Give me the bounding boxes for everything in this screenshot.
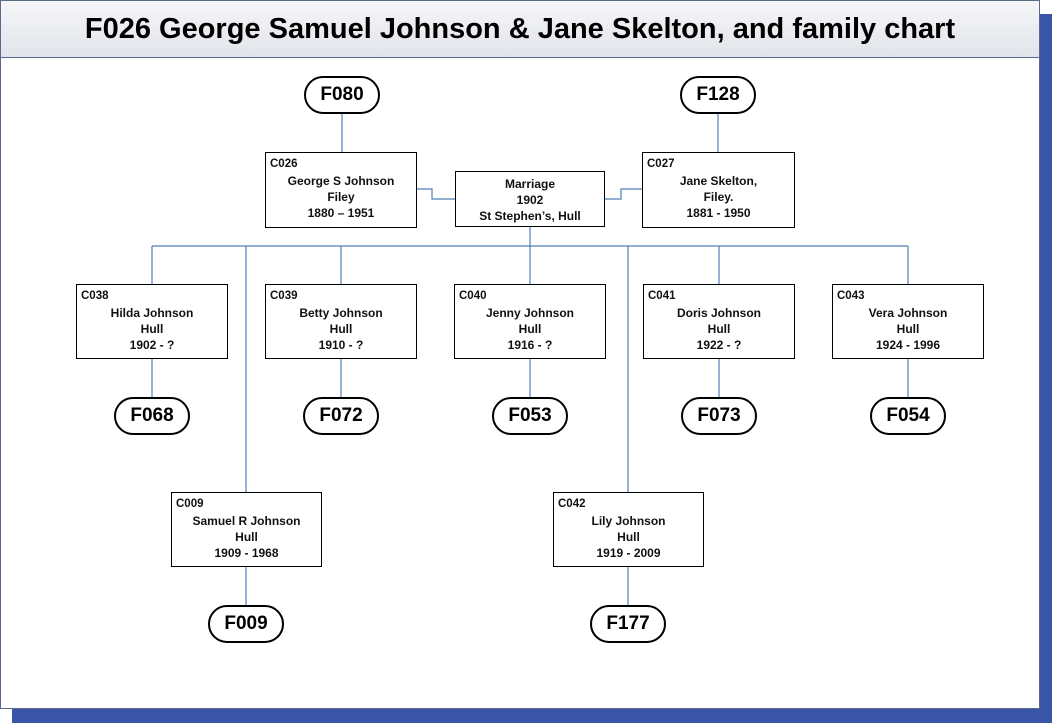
person-dates: 1910 - ? [318,338,364,352]
person-name: Vera Johnson [868,306,948,320]
person-place: Hull [896,322,920,336]
person-dates: 1909 - 1968 [214,546,279,560]
person-place: Hull [329,322,353,336]
family-link-f128[interactable]: F128 [680,76,756,114]
marriage-place: St Stephen’s, Hull [479,209,581,223]
title-bar: F026 George Samuel Johnson & Jane Skelto… [0,0,1040,58]
person-place: Filey. [703,190,734,204]
person-card-c042[interactable]: C042 Lily Johnson Hull 1919 - 2009 [553,492,704,567]
family-link-f073[interactable]: F073 [681,397,757,435]
person-code: C038 [81,290,109,302]
connector-line [417,188,455,200]
family-code: F053 [508,405,552,426]
person-place: Hull [617,530,640,544]
person-name: Doris Johnson [676,306,761,320]
person-code: C042 [558,498,586,510]
marriage-year: 1902 [516,193,544,207]
person-card-c040[interactable]: C040 Jenny Johnson Hull 1916 - ? [454,284,606,359]
person-code: C039 [270,290,298,302]
person-name: Hilda Johnson [110,306,194,320]
person-place: Hull [235,530,258,544]
marriage-card[interactable]: Marriage 1902 St Stephen’s, Hull [455,171,605,227]
family-code: F009 [224,613,268,634]
person-dates: 1919 - 2009 [596,546,661,560]
person-dates: 1916 - ? [507,338,553,352]
family-link-f053[interactable]: F053 [492,397,568,435]
family-code: F072 [319,405,363,426]
person-code: C026 [270,158,298,170]
family-link-f054[interactable]: F054 [870,397,946,435]
person-code: C009 [176,498,204,510]
person-name: George S Johnson [287,174,395,188]
family-code: F068 [130,405,174,426]
person-place: Hull [518,322,542,336]
family-code: F128 [696,84,740,105]
connector-line [605,188,642,200]
person-dates: 1924 - 1996 [875,338,941,352]
person-card-c038[interactable]: C038 Hilda Johnson Hull 1902 - ? [76,284,228,359]
marriage-label: Marriage [504,177,556,191]
person-card-c039[interactable]: C039 Betty Johnson Hull 1910 - ? [265,284,417,359]
page-title: F026 George Samuel Johnson & Jane Skelto… [84,12,956,45]
person-place: Hull [707,322,731,336]
person-name: Jane Skelton, [679,174,758,188]
family-code: F177 [606,613,650,634]
person-card-c009[interactable]: C009 Samuel R Johnson Hull 1909 - 1968 [171,492,322,567]
person-place: Hull [140,322,164,336]
family-link-f009[interactable]: F009 [208,605,284,643]
family-code: F054 [886,405,930,426]
family-link-f177[interactable]: F177 [590,605,666,643]
person-card-c043[interactable]: C043 Vera Johnson Hull 1924 - 1996 [832,284,984,359]
person-name: Lily Johnson [591,514,666,528]
person-code: C027 [647,158,675,170]
person-card-mother[interactable]: C027 Jane Skelton, Filey. 1881 - 1950 [642,152,795,228]
person-name: Jenny Johnson [485,306,574,320]
person-name: Betty Johnson [299,306,383,320]
family-link-f080[interactable]: F080 [304,76,380,114]
person-dates: 1880 – 1951 [307,206,375,220]
person-card-father[interactable]: C026 George S Johnson Filey 1880 – 1951 [265,152,417,228]
person-dates: 1922 - ? [696,338,742,352]
person-code: C041 [648,290,676,302]
family-link-f068[interactable]: F068 [114,397,190,435]
family-code: F080 [320,84,364,105]
person-dates: 1881 - 1950 [686,206,751,220]
person-code: C043 [837,290,865,302]
person-dates: 1902 - ? [129,338,175,352]
person-card-c041[interactable]: C041 Doris Johnson Hull 1922 - ? [643,284,795,359]
family-link-f072[interactable]: F072 [303,397,379,435]
person-place: Filey [327,190,355,204]
person-name: Samuel R Johnson [192,514,301,528]
person-code: C040 [459,290,487,302]
family-code: F073 [697,405,741,426]
